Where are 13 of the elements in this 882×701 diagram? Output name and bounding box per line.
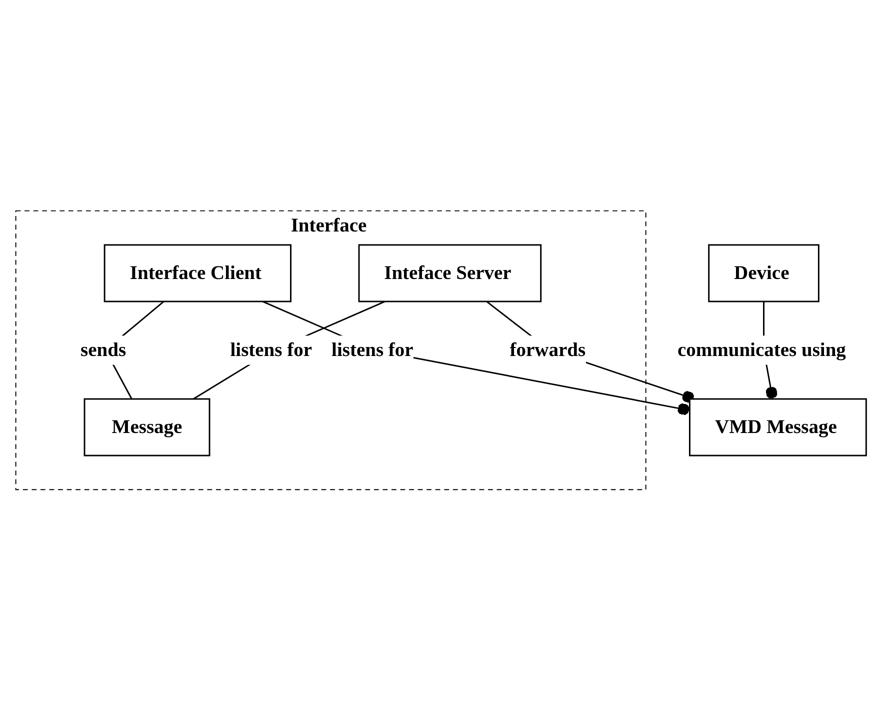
edge-label: listens for — [230, 340, 312, 362]
connector — [262, 301, 690, 416]
node-box: Message — [84, 398, 210, 457]
node-box: Interface Client — [104, 244, 292, 302]
node-box: Device — [708, 244, 820, 302]
connector — [486, 301, 694, 404]
edge-label: listens for — [332, 340, 414, 362]
edge-label: sends — [80, 340, 126, 362]
node-box: VMD Message — [689, 398, 867, 457]
edge-label: communicates using — [677, 340, 846, 362]
edge-label: forwards — [510, 340, 586, 362]
node-box: Inteface Server — [358, 244, 542, 302]
connector — [192, 301, 386, 400]
